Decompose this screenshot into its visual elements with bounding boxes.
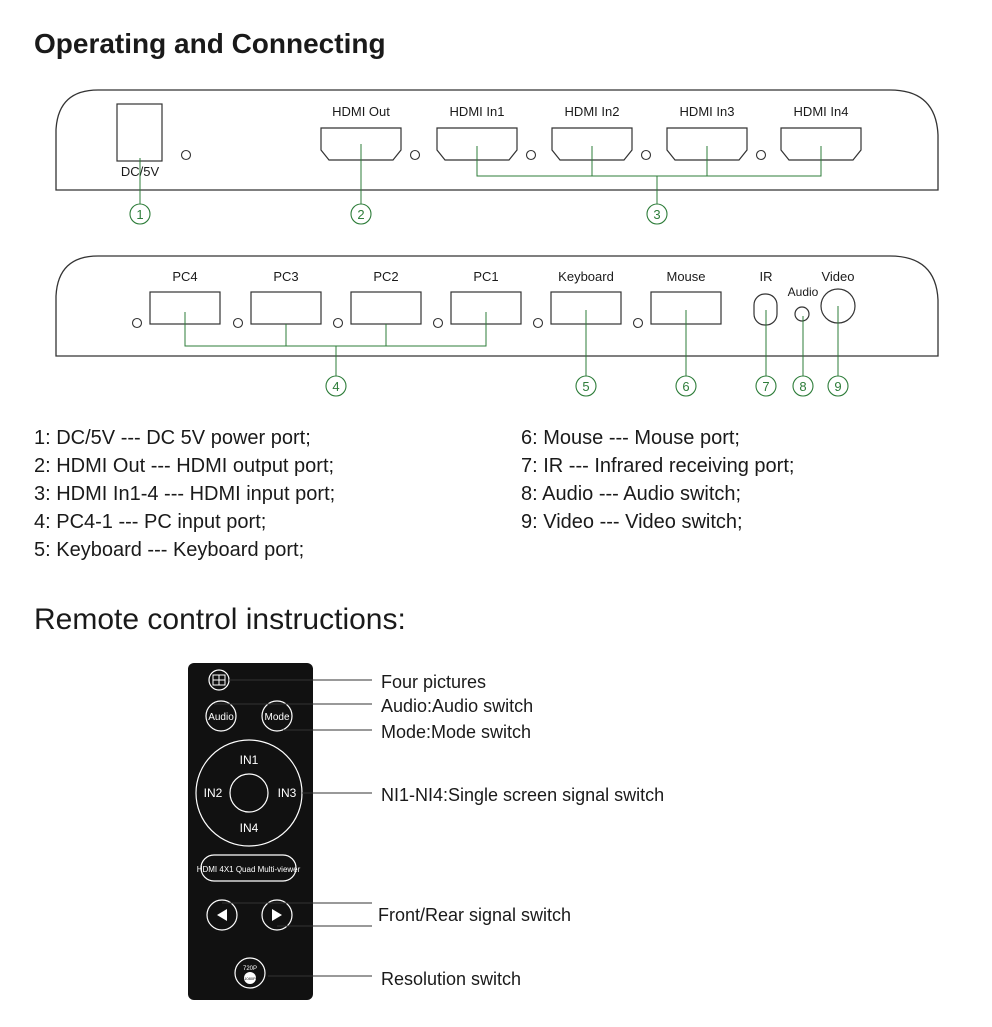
right-arrow-icon	[272, 909, 282, 921]
callout-1: 1	[129, 203, 151, 225]
mode-switch-text: Mode:Mode switch	[381, 722, 531, 742]
svg-text:1080P: 1080P	[244, 976, 256, 981]
page-title: Operating and Connecting	[34, 28, 386, 59]
callout-3: 3	[646, 203, 668, 225]
in3-label: IN3	[278, 786, 297, 800]
callout-7: 7	[755, 375, 777, 397]
indicator-led	[755, 149, 767, 161]
svg-text:7: 7	[762, 379, 769, 394]
mode-remote-button: Mode	[261, 700, 293, 732]
svg-text:3: 3	[653, 207, 660, 222]
remote-leader-lines	[214, 679, 372, 977]
remote-control: Audio Mode IN1 IN2 IN3 IN4 HDMI 4X1 Quad…	[188, 663, 664, 1000]
indicator-led	[632, 317, 644, 329]
callout-5: 5	[575, 375, 597, 397]
resolution-button: 720P 1080P	[234, 957, 266, 989]
hdmi-in4-port	[780, 127, 862, 161]
svg-text:720P: 720P	[243, 966, 257, 972]
svg-text:HDMI 4X1 Quad Multi-viewer: HDMI 4X1 Quad Multi-viewer	[197, 865, 301, 874]
audio-switch-text: Audio:Audio switch	[381, 696, 533, 716]
pc1-label: PC1	[473, 269, 498, 284]
indicator-led	[640, 149, 652, 161]
svg-text:Mode: Mode	[264, 712, 289, 723]
indicator-led	[232, 317, 244, 329]
pc4-label: PC4	[172, 269, 197, 284]
pc2-port	[350, 291, 422, 325]
indicator-led	[131, 317, 143, 329]
rear-panel: PC4 PC3 PC2 PC1 Keyboard Mouse IR Audio …	[55, 255, 939, 397]
next-button	[261, 899, 293, 931]
pc2-label: PC2	[373, 269, 398, 284]
description-line: 4: PC4-1 --- PC input port;	[34, 511, 267, 533]
hdmi-in3-label: HDMI In3	[680, 104, 735, 119]
svg-text:Audio: Audio	[208, 712, 234, 723]
rear-callout-lines	[184, 306, 839, 376]
svg-text:9: 9	[834, 379, 841, 394]
video-label: Video	[821, 269, 854, 284]
hdmi-out-port	[320, 127, 402, 161]
svg-text:1: 1	[136, 207, 143, 222]
single-screen-text: NI1-NI4:Single screen signal switch	[381, 785, 664, 805]
left-arrow-icon	[217, 909, 227, 921]
audio-remote-button: Audio	[205, 700, 237, 732]
hdmi-in2-port	[551, 127, 633, 161]
description-line: 9: Video --- Video switch;	[521, 511, 743, 533]
port-descriptions-right: 6: Mouse --- Mouse port; 7: IR --- Infra…	[521, 424, 794, 536]
svg-text:8: 8	[799, 379, 806, 394]
four-pictures-text: Four pictures	[381, 672, 486, 692]
dc-port	[116, 103, 163, 162]
front-callout-lines	[139, 144, 822, 204]
callout-2: 2	[350, 203, 372, 225]
audio-label: Audio	[788, 285, 819, 299]
resolution-text: Resolution switch	[381, 969, 521, 989]
indicator-led	[409, 149, 421, 161]
indicator-led	[525, 149, 537, 161]
svg-text:5: 5	[582, 379, 589, 394]
model-label-pill: HDMI 4X1 Quad Multi-viewer	[197, 854, 301, 882]
input-dial: IN1 IN2 IN3 IN4	[195, 739, 303, 847]
ir-label: IR	[760, 269, 773, 284]
callout-8: 8	[792, 375, 814, 397]
keyboard-label: Keyboard	[558, 269, 614, 284]
indicator-led	[332, 317, 344, 329]
pc3-port	[250, 291, 322, 325]
description-line: 5: Keyboard --- Keyboard port;	[34, 539, 305, 561]
in4-label: IN4	[240, 821, 259, 835]
in1-label: IN1	[240, 753, 259, 767]
description-line: 3: HDMI In1-4 --- HDMI input port;	[34, 483, 336, 505]
hdmi-in2-label: HDMI In2	[565, 104, 620, 119]
front-rear-text: Front/Rear signal switch	[378, 905, 571, 925]
callout-6: 6	[675, 375, 697, 397]
pc3-label: PC3	[273, 269, 298, 284]
hdmi-out-label: HDMI Out	[332, 104, 390, 119]
description-line: 1: DC/5V --- DC 5V power port;	[34, 427, 311, 449]
svg-text:2: 2	[357, 207, 364, 222]
mouse-label: Mouse	[666, 269, 705, 284]
front-panel: DC/5V HDMI Out HDMI In1 HDMI In2 HDMI In…	[55, 89, 939, 225]
indicator-led	[432, 317, 444, 329]
previous-button	[206, 899, 238, 931]
hdmi-in3-port	[666, 127, 748, 161]
hdmi-in1-label: HDMI In1	[450, 104, 505, 119]
callout-4: 4	[325, 375, 347, 397]
rear-panel-body	[55, 255, 939, 357]
front-panel-body	[55, 89, 939, 191]
description-line: 6: Mouse --- Mouse port;	[521, 427, 740, 449]
indicator-led	[532, 317, 544, 329]
callout-9: 9	[827, 375, 849, 397]
indicator-led	[180, 149, 192, 161]
description-line: 8: Audio --- Audio switch;	[521, 483, 742, 505]
in2-label: IN2	[204, 786, 223, 800]
description-line: 2: HDMI Out --- HDMI output port;	[34, 455, 335, 477]
svg-text:4: 4	[332, 379, 339, 394]
hdmi-in1-port	[436, 127, 518, 161]
port-descriptions-left: 1: DC/5V --- DC 5V power port; 2: HDMI O…	[34, 424, 335, 564]
description-line: 7: IR --- Infrared receiving port;	[521, 455, 795, 477]
hdmi-in4-label: HDMI In4	[794, 104, 849, 119]
remote-section-title: Remote control instructions:	[34, 603, 406, 636]
audio-button	[794, 306, 810, 322]
svg-text:6: 6	[682, 379, 689, 394]
